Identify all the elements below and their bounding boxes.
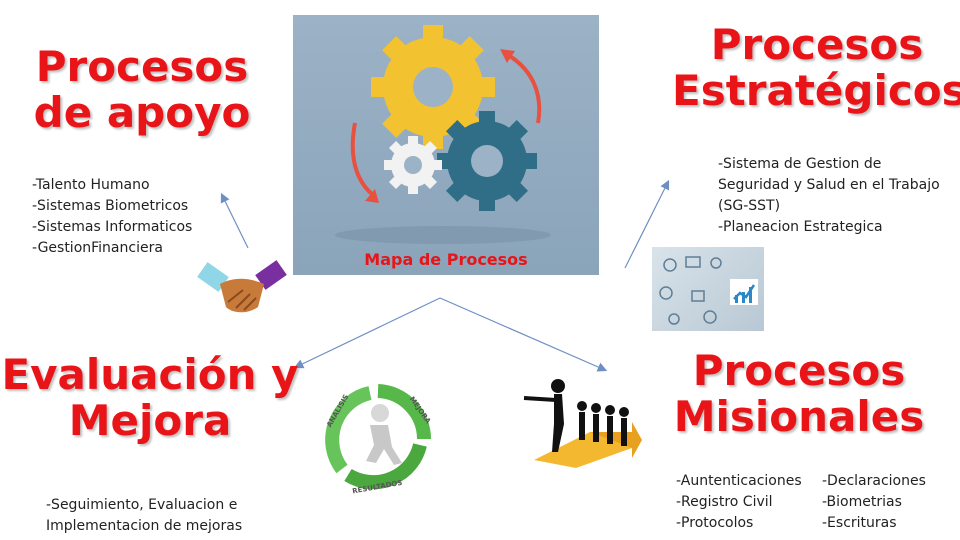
white-gear-icon <box>384 136 442 194</box>
evaluacion-title-line2: Mejora <box>68 396 232 446</box>
list-item: -Sistema de Gestion de <box>718 156 882 172</box>
list-item: -GestionFinanciera <box>32 240 163 256</box>
misionales-title: Procesos Misionales <box>668 346 930 442</box>
list-item: (SG-SST) <box>718 198 781 214</box>
evaluacion-title-line1: Evaluación y <box>1 350 299 399</box>
center-label: Mapa de Procesos <box>364 250 528 269</box>
list-item: -Biometrias <box>822 494 902 510</box>
center-panel: Mapa de Procesos <box>293 15 599 275</box>
gears-illustration <box>335 25 551 244</box>
list-item: Implementacion de mejoras <box>46 518 243 534</box>
apoyo-title-line1: Procesos <box>35 42 249 91</box>
evaluacion-title: Evaluación y Mejora <box>0 350 300 446</box>
misionales-list-col1: -Auntenticaciones -Registro Civil -Proto… <box>676 471 802 534</box>
connector-to-estrategicos <box>624 179 670 269</box>
connector-to-apoyo <box>220 192 249 249</box>
misionales-title-line2: Misionales <box>673 392 925 442</box>
list-item: -Seguimiento, Evaluacion e <box>46 497 238 513</box>
teal-gear-icon <box>437 111 537 211</box>
misionales-title-line1: Procesos <box>692 346 906 395</box>
estrategicos-title-line2: Estratégicos <box>672 66 960 116</box>
list-item: -Talento Humano <box>32 177 150 193</box>
improvement-cycle-icon: ANALISIS MEJORA RESULTADOS <box>325 384 432 495</box>
strategy-icons-image <box>652 247 764 331</box>
estrategicos-list: -Sistema de Gestion de Seguridad y Salud… <box>718 154 940 238</box>
list-item: -Sistemas Biometricos <box>32 198 189 214</box>
list-item: -Registro Civil <box>676 494 773 510</box>
apoyo-title: Procesos de apoyo <box>22 42 262 138</box>
leader-team-icon <box>523 379 642 468</box>
handshake-icon <box>197 260 287 313</box>
connector-to-misionales <box>439 297 608 372</box>
list-item: -Sistemas Informaticos <box>32 219 193 235</box>
apoyo-title-line2: de apoyo <box>33 88 251 138</box>
list-item: -Planeacion Estrategica <box>718 219 883 235</box>
red-cycle-arrow-icon <box>506 53 542 124</box>
list-item: -Escrituras <box>822 515 897 531</box>
misionales-list-col2: -Declaraciones -Biometrias -Escrituras <box>822 471 926 534</box>
red-cycle-arrow-icon <box>350 122 375 197</box>
evaluacion-list: -Seguimiento, Evaluacion e Implementacio… <box>46 495 242 537</box>
list-item: Seguridad y Salud en el Trabajo <box>718 177 940 193</box>
estrategicos-title: Procesos Estratégicos <box>672 20 960 116</box>
list-item: -Declaraciones <box>822 473 926 489</box>
apoyo-list: -Talento Humano -Sistemas Biometricos -S… <box>32 175 192 259</box>
estrategicos-title-line1: Procesos <box>710 20 924 69</box>
list-item: -Auntenticaciones <box>676 473 802 489</box>
list-item: -Protocolos <box>676 515 754 531</box>
connector-to-evaluacion <box>293 297 441 369</box>
